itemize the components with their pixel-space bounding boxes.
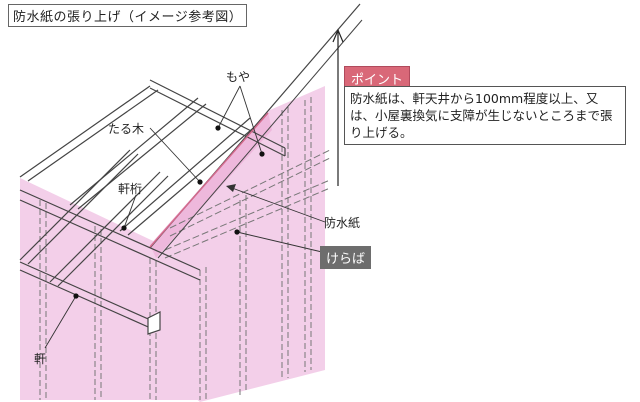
- paper-arrow-head: [226, 184, 236, 192]
- height-arrow: [332, 28, 344, 186]
- label-noki: 軒: [34, 352, 47, 366]
- label-nokigeta: 軒桁: [118, 182, 143, 196]
- roof-plane-edge-inner: [157, 19, 363, 259]
- keraba-tag: けらば: [320, 246, 372, 269]
- purlins: [149, 79, 286, 157]
- label-moya: もや: [226, 70, 251, 84]
- label-taruki: たる木: [108, 122, 145, 136]
- eave-beam: [19, 189, 201, 335]
- paper-top-line: [149, 112, 269, 248]
- waterproof-paper-upper-strip: [150, 112, 272, 258]
- junction-dots: [73, 125, 265, 299]
- diagram-title: 防水紙の張り上げ（イメージ参考図）: [8, 4, 248, 27]
- label-bousuishi: 防水紙: [324, 216, 361, 230]
- point-note: 防水紙は、軒天井から100mm程度以上、又は、小屋裏換気に支障が生じないところま…: [344, 86, 626, 145]
- waterproof-paper-side-wall: [150, 86, 325, 402]
- leader-lines: [44, 85, 326, 349]
- rafters: [19, 85, 259, 287]
